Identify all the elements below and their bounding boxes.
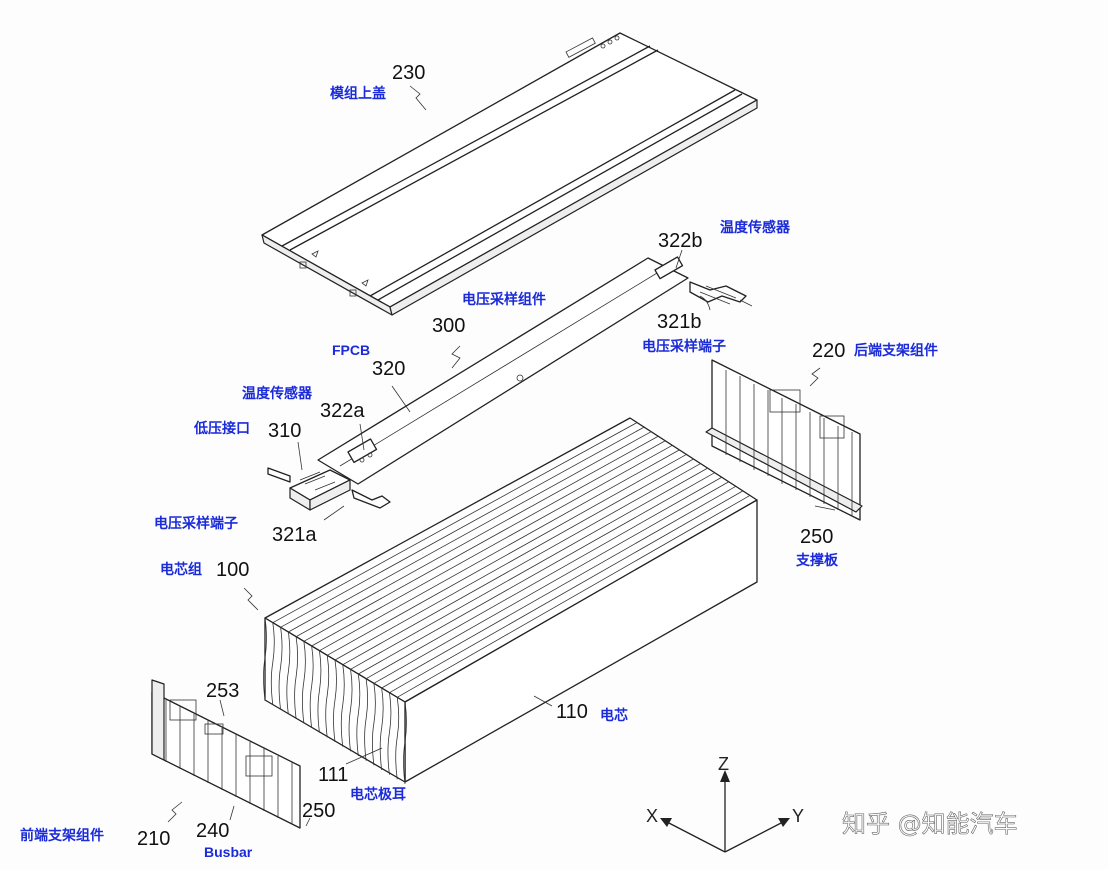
label-111: 111	[318, 764, 348, 786]
cell-edge-line	[358, 472, 715, 675]
cell-tab-line	[340, 664, 345, 747]
cell-edge-line	[334, 458, 694, 661]
module-top-cover	[261, 32, 758, 316]
cell-edge-line	[303, 440, 666, 642]
label-front-bracket: 前端支架组件	[20, 827, 104, 844]
cell-tab-line	[348, 669, 353, 752]
label-cover-cn: 模组上盖	[330, 85, 386, 102]
axis-z-label: Z	[718, 754, 729, 774]
label-322a: 322a	[320, 400, 365, 422]
label-300: 300	[432, 315, 465, 337]
cell-tab-line	[286, 631, 291, 715]
label-temp-sensor-b: 温度传感器	[720, 219, 791, 236]
coordinate-axes	[660, 770, 790, 853]
label-110: 110	[556, 701, 588, 723]
label-321a: 321a	[272, 524, 317, 546]
cell-group	[263, 417, 758, 785]
cell-edge-line	[311, 444, 673, 647]
cell-edge-line	[389, 490, 744, 694]
label-low-voltage: 低压接口	[193, 420, 250, 437]
cell-edge-line	[272, 422, 638, 624]
cell-tab-line	[263, 617, 267, 701]
low-voltage-connector	[267, 467, 391, 511]
watermark: 知乎 @知能汽车	[842, 810, 1018, 838]
label-250-left: 250	[302, 800, 335, 822]
cell-tab-line	[364, 678, 369, 761]
label-volt-sample-assy: 电压采样组件	[462, 291, 546, 308]
label-321b: 321b	[657, 311, 702, 333]
label-310: 310	[268, 420, 301, 442]
axis-x-label: X	[646, 806, 658, 826]
label-230: 230	[392, 62, 425, 84]
label-rear-bracket: 后端支架组件	[854, 342, 938, 359]
label-fpcb: FPCB	[332, 342, 370, 358]
label-tab: 电芯极耳	[350, 786, 406, 803]
label-temp-sensor-a: 温度传感器	[242, 385, 313, 402]
cell-edge-line	[350, 467, 708, 670]
label-cell: 电芯	[600, 707, 628, 724]
front-end-bracket	[151, 679, 301, 829]
cell-tab-line	[387, 692, 392, 775]
cell-tab-line	[403, 701, 407, 785]
cell-tab-line	[309, 645, 314, 729]
cell-edge-line	[319, 449, 680, 652]
label-busbar: Busbar	[204, 844, 253, 860]
cell-edge-line	[365, 476, 722, 680]
cell-tab-line	[317, 650, 322, 733]
axis-y-label: Y	[792, 806, 804, 826]
cell-tab-line	[294, 636, 299, 719]
label-240: 240	[196, 820, 229, 842]
cell-tab-line	[379, 687, 384, 771]
cell-edge-line	[327, 454, 687, 656]
cell-edge-line	[288, 431, 652, 633]
cell-edge-line	[342, 463, 701, 666]
cell-edge-line	[373, 481, 729, 684]
label-250-right: 250	[800, 526, 833, 548]
leader-lines	[167, 85, 836, 827]
cell-tab-line	[325, 655, 330, 738]
label-253: 253	[206, 680, 239, 702]
label-322b: 322b	[658, 230, 703, 252]
cell-tab-line	[356, 673, 361, 757]
label-220: 220	[812, 340, 845, 362]
label-320: 320	[372, 358, 405, 380]
cell-tab-line	[333, 659, 337, 743]
cell-edge-line	[397, 495, 751, 698]
cell-tab-line	[270, 622, 275, 705]
cell-tab-line	[395, 697, 400, 780]
label-volt-terminal-b: 电压采样端子	[642, 338, 726, 355]
label-volt-terminal-a: 电压采样端子	[154, 515, 238, 532]
label-cell-group: 电芯组	[160, 561, 202, 578]
sampling-terminal-b	[689, 281, 753, 307]
label-210: 210	[137, 828, 170, 850]
rear-end-bracket	[705, 359, 863, 521]
cell-tab-line	[278, 627, 283, 710]
label-100: 100	[216, 559, 249, 581]
cell-edge-line	[381, 485, 737, 689]
cell-edge-line	[295, 435, 659, 638]
cell-edge-line	[280, 426, 645, 628]
cell-tab-line	[301, 641, 306, 724]
fpcb-strip	[317, 256, 689, 485]
label-support-plate: 支撑板	[795, 552, 839, 569]
